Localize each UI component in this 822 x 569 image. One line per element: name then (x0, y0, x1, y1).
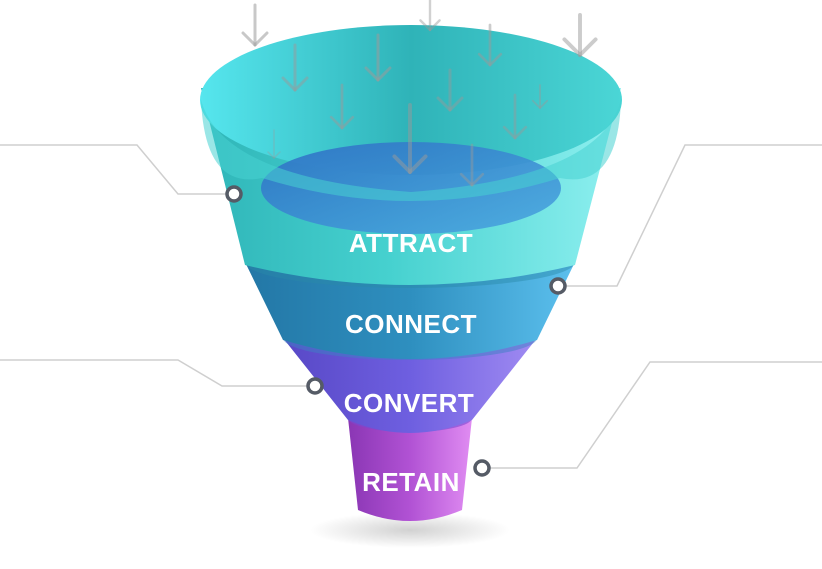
connector-line-connect (558, 144, 822, 287)
arrow-icon (281, 43, 309, 92)
arrow-icon (241, 3, 269, 47)
marker-connect (549, 277, 567, 295)
stage-convert-band (283, 338, 537, 433)
arrow-icon (267, 129, 281, 159)
arrow-icon (329, 83, 355, 130)
arrow-icon (459, 143, 485, 187)
stage-label-connect: CONNECT (345, 309, 477, 339)
connector-line-convert (0, 359, 315, 387)
arrow-icon (392, 103, 428, 174)
arrow-icon (531, 84, 549, 109)
stage-labels: ATTRACT CONNECT CONVERT RETAIN (344, 228, 477, 497)
marker-convert (306, 377, 324, 395)
connector-line-attract (0, 144, 234, 195)
arrow-icon (436, 68, 464, 112)
funnel-rim (200, 25, 622, 175)
arrow-icon (364, 33, 392, 82)
arrow-icon (502, 93, 528, 140)
marker-retain (473, 459, 491, 477)
arrow-icon (562, 13, 598, 57)
marker-attract (225, 185, 243, 203)
stage-label-retain: RETAIN (362, 467, 460, 497)
funnel-shadow (310, 512, 510, 548)
connector-line-retain (482, 361, 822, 469)
stage-label-convert: CONVERT (344, 388, 475, 418)
stage-connect-band (245, 262, 575, 359)
arrow-icon (419, 0, 441, 32)
incoming-arrows (241, 0, 598, 187)
stage-markers (225, 185, 567, 477)
arrow-icon (477, 23, 503, 67)
connector-lines (0, 144, 822, 469)
stage-retain-band (348, 418, 472, 521)
funnel (200, 25, 622, 521)
stage-label-attract: ATTRACT (349, 228, 473, 258)
funnel-opening (261, 142, 561, 234)
